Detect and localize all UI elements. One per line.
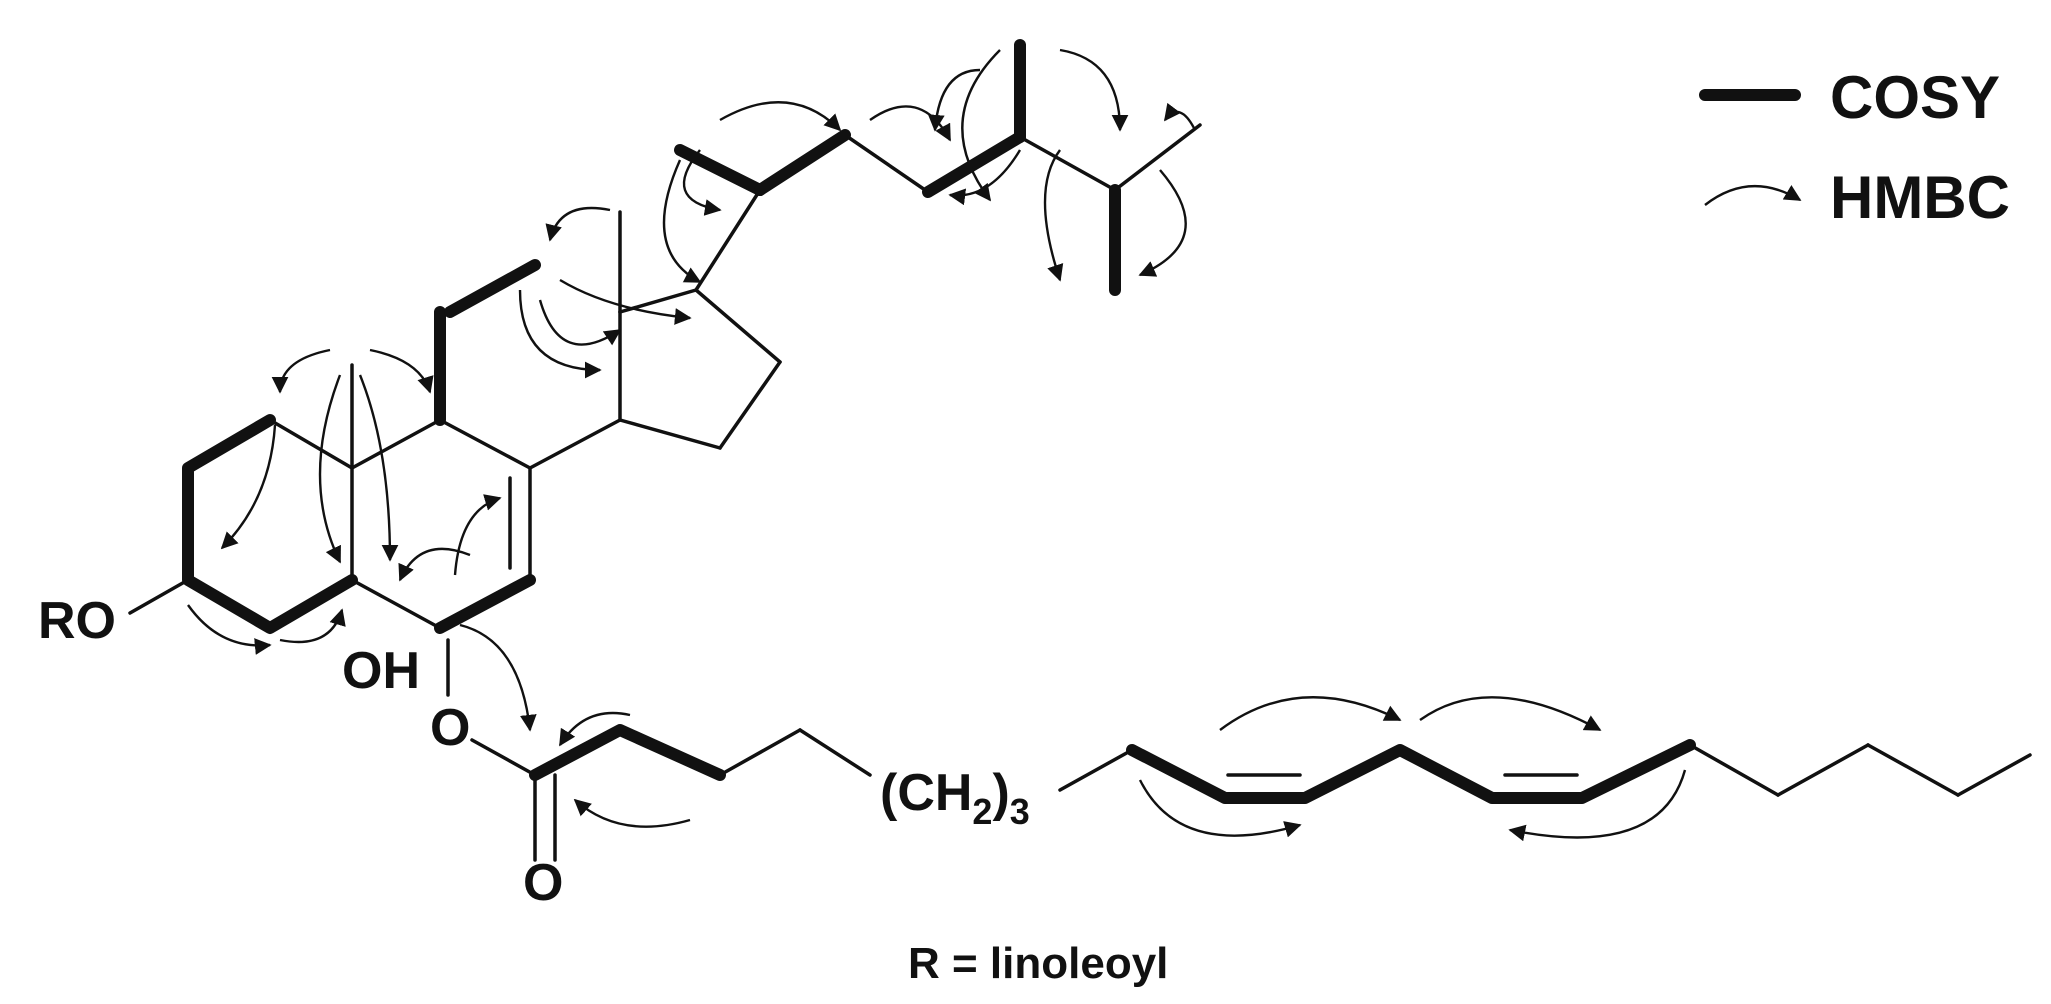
ester-oxygen-label: O xyxy=(430,699,470,757)
hmbc-arrows xyxy=(187,48,1687,842)
ch2-subscript: 2 xyxy=(972,791,992,832)
ro-label: RO xyxy=(38,592,116,650)
atom-labels: RO OH O O (CH2)3 xyxy=(38,592,1030,912)
ch2-count: 3 xyxy=(1010,791,1030,832)
ch2-open: (CH xyxy=(880,764,972,822)
ch2-group-label: (CH2)3 xyxy=(880,764,1030,832)
legend: COSY HMBC xyxy=(1699,64,2010,231)
hmbc-legend-arrow xyxy=(1704,184,1802,206)
ch2-close: ) xyxy=(992,764,1009,822)
oh-label: OH xyxy=(342,642,420,700)
caption: R = linoleoyl xyxy=(908,939,1168,988)
structure-bonds xyxy=(128,123,2032,862)
hmbc-legend-label: HMBC xyxy=(1830,164,2010,231)
cosy-bonds xyxy=(182,39,1696,804)
cosy-legend-label: COSY xyxy=(1830,64,2000,131)
carbonyl-oxygen-label: O xyxy=(523,854,563,912)
